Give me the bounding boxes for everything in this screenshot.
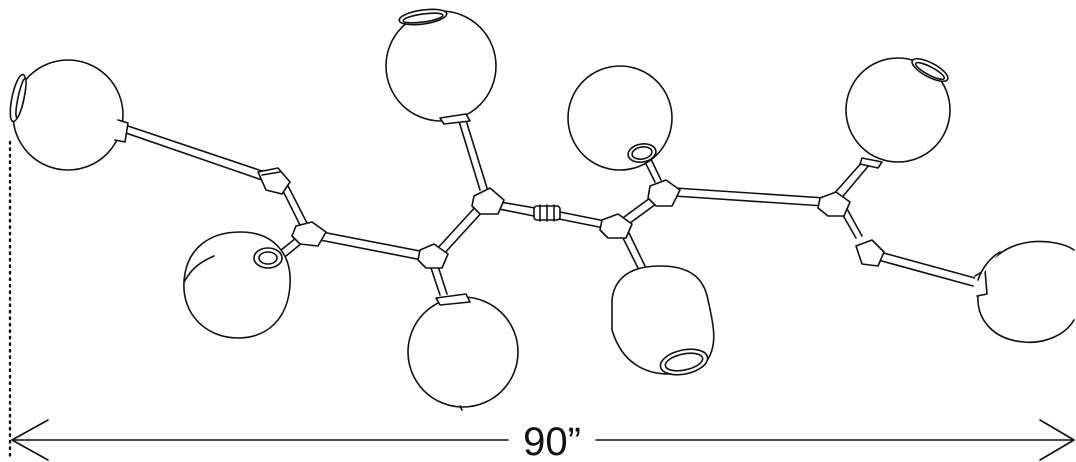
globe-lower-right (611, 265, 715, 376)
dimension-width-label: 90” (523, 420, 581, 462)
arm-rods (122, 116, 976, 296)
globe-lower-left (183, 231, 291, 339)
globe-far-right (974, 240, 1075, 344)
globe-top-left (9, 59, 129, 171)
globe-top-center (385, 8, 497, 125)
arm-joints (257, 167, 885, 269)
globes (9, 8, 1075, 411)
globe-upper-right-middle (567, 65, 673, 171)
dimension-annotation (8, 140, 1075, 461)
globe-bottom-center (407, 293, 519, 411)
globe-top-right (845, 57, 951, 169)
